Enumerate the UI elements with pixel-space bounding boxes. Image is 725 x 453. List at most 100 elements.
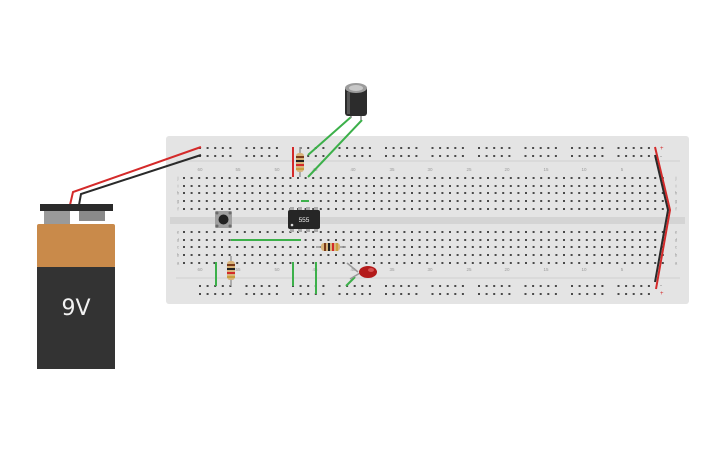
- breadboard-hole[interactable]: [395, 208, 398, 210]
- breadboard-hole[interactable]: [342, 239, 345, 241]
- breadboard-hole[interactable]: [640, 285, 643, 287]
- resistor-vertical-bottom[interactable]: [227, 256, 235, 286]
- breadboard-hole[interactable]: [213, 239, 216, 241]
- breadboard-hole[interactable]: [228, 177, 231, 179]
- breadboard-hole[interactable]: [509, 254, 512, 256]
- breadboard-hole[interactable]: [411, 246, 413, 248]
- breadboard-hole[interactable]: [190, 239, 193, 241]
- breadboard-hole[interactable]: [281, 231, 284, 233]
- breadboard-hole[interactable]: [608, 185, 611, 187]
- breadboard-hole[interactable]: [563, 239, 565, 241]
- breadboard-hole[interactable]: [292, 293, 294, 295]
- breadboard-hole[interactable]: [297, 177, 299, 179]
- breadboard-hole[interactable]: [335, 262, 337, 264]
- breadboard-hole[interactable]: [299, 293, 302, 295]
- breadboard-hole[interactable]: [601, 155, 604, 157]
- breadboard-hole[interactable]: [623, 239, 626, 241]
- green-wire-led-out[interactable]: [345, 276, 356, 287]
- breadboard-hole[interactable]: [274, 262, 277, 264]
- breadboard-hole[interactable]: [388, 262, 391, 264]
- breadboard-hole[interactable]: [433, 200, 436, 202]
- breadboard-hole[interactable]: [654, 177, 657, 179]
- breadboard-hole[interactable]: [297, 192, 299, 194]
- breadboard-hole[interactable]: [183, 208, 185, 210]
- breadboard-hole[interactable]: [236, 254, 239, 256]
- breadboard-hole[interactable]: [335, 231, 337, 233]
- breadboard-hole[interactable]: [525, 177, 527, 179]
- breadboard-hole[interactable]: [357, 208, 360, 210]
- breadboard-hole[interactable]: [509, 231, 512, 233]
- breadboard-hole[interactable]: [508, 155, 511, 157]
- breadboard-hole[interactable]: [540, 200, 543, 202]
- breadboard-hole[interactable]: [555, 262, 558, 264]
- breadboard-hole[interactable]: [616, 239, 619, 241]
- breadboard-hole[interactable]: [547, 208, 550, 210]
- breadboard-hole[interactable]: [593, 246, 596, 248]
- breadboard-hole[interactable]: [289, 200, 292, 202]
- green-wire-cap-right[interactable]: [307, 119, 363, 178]
- breadboard-hole[interactable]: [494, 208, 497, 210]
- breadboard-hole[interactable]: [259, 231, 261, 233]
- breadboard-hole[interactable]: [251, 262, 254, 264]
- breadboard-hole[interactable]: [183, 246, 185, 248]
- breadboard-hole[interactable]: [623, 262, 626, 264]
- breadboard-hole[interactable]: [274, 246, 277, 248]
- breadboard-hole[interactable]: [508, 285, 511, 287]
- breadboard-hole[interactable]: [654, 185, 657, 187]
- breadboard-hole[interactable]: [236, 246, 239, 248]
- breadboard-hole[interactable]: [608, 246, 611, 248]
- breadboard-hole[interactable]: [342, 254, 345, 256]
- breadboard-hole[interactable]: [433, 254, 436, 256]
- breadboard-hole[interactable]: [213, 177, 216, 179]
- breadboard-hole[interactable]: [395, 239, 398, 241]
- breadboard-hole[interactable]: [593, 155, 596, 157]
- breadboard-hole[interactable]: [392, 285, 395, 287]
- breadboard-hole[interactable]: [532, 147, 535, 149]
- breadboard-hole[interactable]: [433, 208, 436, 210]
- breadboard-hole[interactable]: [508, 293, 511, 295]
- breadboard-hole[interactable]: [221, 293, 224, 295]
- breadboard-hole[interactable]: [479, 246, 482, 248]
- breadboard-hole[interactable]: [487, 192, 489, 194]
- breadboard-hole[interactable]: [251, 254, 254, 256]
- breadboard-hole[interactable]: [517, 231, 520, 233]
- breadboard-hole[interactable]: [509, 262, 512, 264]
- breadboard-hole[interactable]: [570, 208, 573, 210]
- breadboard-hole[interactable]: [199, 293, 201, 295]
- breadboard-hole[interactable]: [646, 192, 649, 194]
- breadboard-hole[interactable]: [593, 239, 596, 241]
- breadboard-hole[interactable]: [183, 185, 185, 187]
- breadboard-hole[interactable]: [449, 200, 451, 202]
- breadboard-hole[interactable]: [183, 254, 185, 256]
- breadboard-hole[interactable]: [275, 293, 278, 295]
- breadboard-hole[interactable]: [563, 208, 565, 210]
- breadboard-hole[interactable]: [221, 231, 223, 233]
- breadboard-hole[interactable]: [623, 231, 626, 233]
- breadboard-hole[interactable]: [593, 231, 596, 233]
- breadboard-hole[interactable]: [623, 208, 626, 210]
- breadboard-hole[interactable]: [439, 285, 442, 287]
- breadboard-hole[interactable]: [319, 231, 322, 233]
- breadboard-hole[interactable]: [307, 285, 310, 287]
- breadboard-hole[interactable]: [563, 177, 565, 179]
- breadboard-hole[interactable]: [346, 155, 349, 157]
- breadboard-hole[interactable]: [365, 177, 368, 179]
- breadboard-hole[interactable]: [540, 177, 543, 179]
- breadboard-hole[interactable]: [494, 185, 497, 187]
- breadboard-hole[interactable]: [289, 192, 292, 194]
- breadboard-hole[interactable]: [639, 208, 641, 210]
- breadboard-hole[interactable]: [322, 147, 325, 149]
- breadboard-hole[interactable]: [312, 185, 315, 187]
- breadboard-hole[interactable]: [274, 200, 277, 202]
- breadboard-hole[interactable]: [213, 231, 216, 233]
- breadboard-hole[interactable]: [322, 155, 325, 157]
- breadboard-hole[interactable]: [439, 293, 442, 295]
- breadboard-hole[interactable]: [385, 147, 387, 149]
- breadboard-hole[interactable]: [190, 246, 193, 248]
- breadboard-hole[interactable]: [243, 200, 246, 202]
- breadboard-hole[interactable]: [464, 177, 467, 179]
- breadboard-hole[interactable]: [525, 254, 527, 256]
- breadboard-hole[interactable]: [601, 208, 603, 210]
- breadboard-hole[interactable]: [312, 208, 315, 210]
- breadboard-hole[interactable]: [517, 185, 520, 187]
